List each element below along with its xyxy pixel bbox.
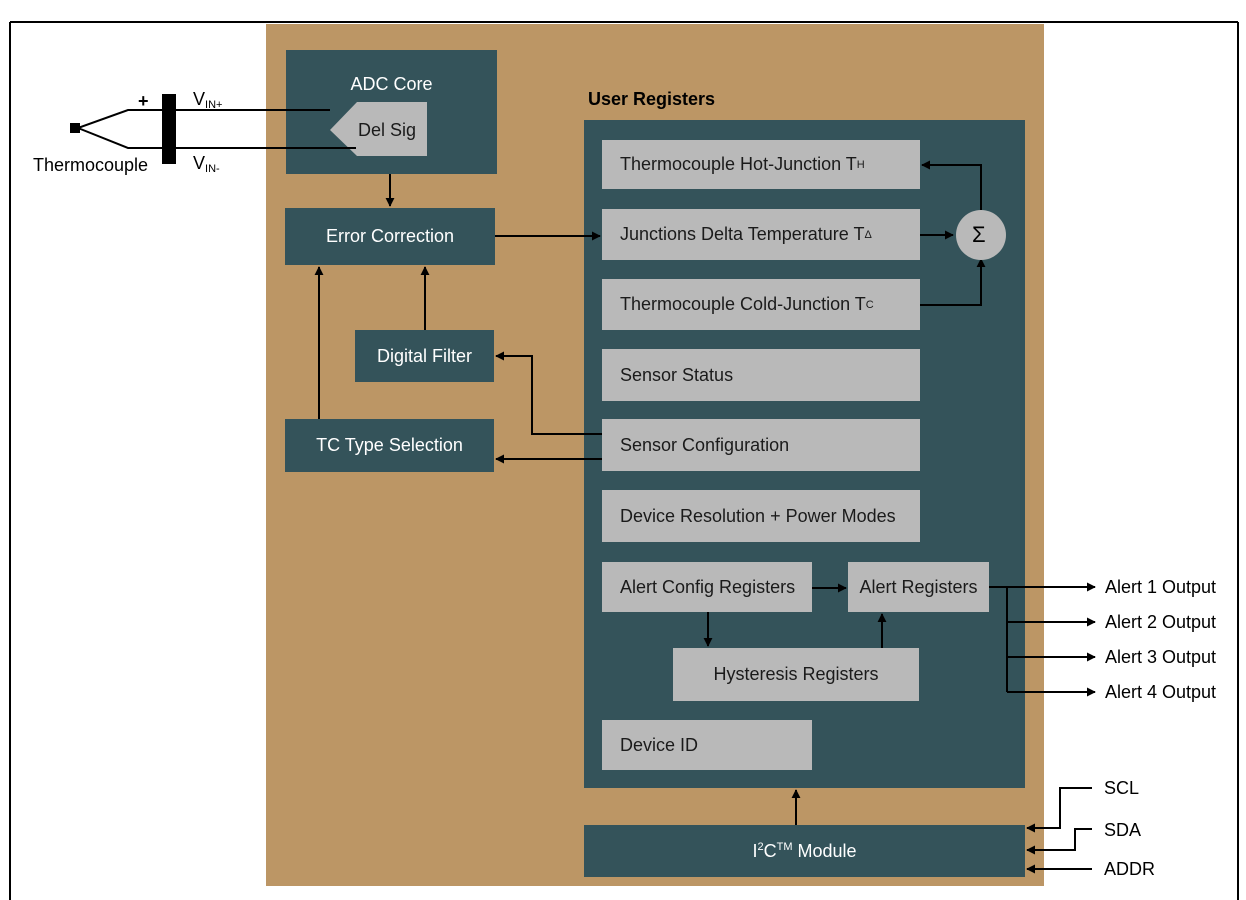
digital-filter-label: Digital Filter bbox=[376, 345, 473, 366]
i2c-module-label: I2CTM Module bbox=[752, 840, 857, 861]
thermocouple-label: Thermocouple bbox=[33, 155, 149, 175]
register-alert-config: Alert Config Registers bbox=[602, 562, 812, 612]
vin-plus-label: VIN+ bbox=[193, 89, 223, 111]
i2c-module-block: I2CTM Module bbox=[584, 825, 1025, 877]
register-alert: Alert Registers bbox=[848, 562, 989, 612]
addr-pin-label: ADDR bbox=[1104, 859, 1156, 879]
tc-type-selection-label: TC Type Selection bbox=[316, 435, 463, 455]
alert-4-output-label: Alert 4 Output bbox=[1105, 682, 1217, 702]
vin-minus-label: VIN- bbox=[193, 153, 220, 175]
plus-sign-label: + bbox=[138, 91, 149, 111]
register-device-resolution: Device Resolution + Power Modes bbox=[602, 490, 920, 542]
del-sig-label: Del Sig bbox=[358, 120, 417, 140]
scl-pin-label: SCL bbox=[1104, 778, 1140, 798]
error-correction-block: Error Correction bbox=[285, 208, 495, 265]
user-registers-title: User Registers bbox=[588, 89, 716, 109]
register-hysteresis: Hysteresis Registers bbox=[673, 648, 919, 701]
tc-type-selection-block: TC Type Selection bbox=[285, 419, 494, 472]
sda-pin-label: SDA bbox=[1104, 820, 1142, 840]
register-sensor-configuration: Sensor Configuration bbox=[602, 419, 920, 471]
error-correction-label: Error Correction bbox=[325, 226, 455, 246]
register-sensor-status: Sensor Status bbox=[602, 349, 920, 401]
alert-3-output-label: Alert 3 Output bbox=[1105, 647, 1217, 667]
register-device-id: Device ID bbox=[602, 720, 812, 770]
alert-1-output-label: Alert 1 Output bbox=[1105, 577, 1217, 597]
sum-node-circle bbox=[956, 210, 1006, 260]
alert-2-output-label: Alert 2 Output bbox=[1105, 612, 1217, 632]
digital-filter-block: Digital Filter bbox=[355, 330, 494, 382]
sum-symbol: Σ bbox=[972, 222, 986, 247]
adc-core-label: ADC Core bbox=[350, 74, 433, 94]
